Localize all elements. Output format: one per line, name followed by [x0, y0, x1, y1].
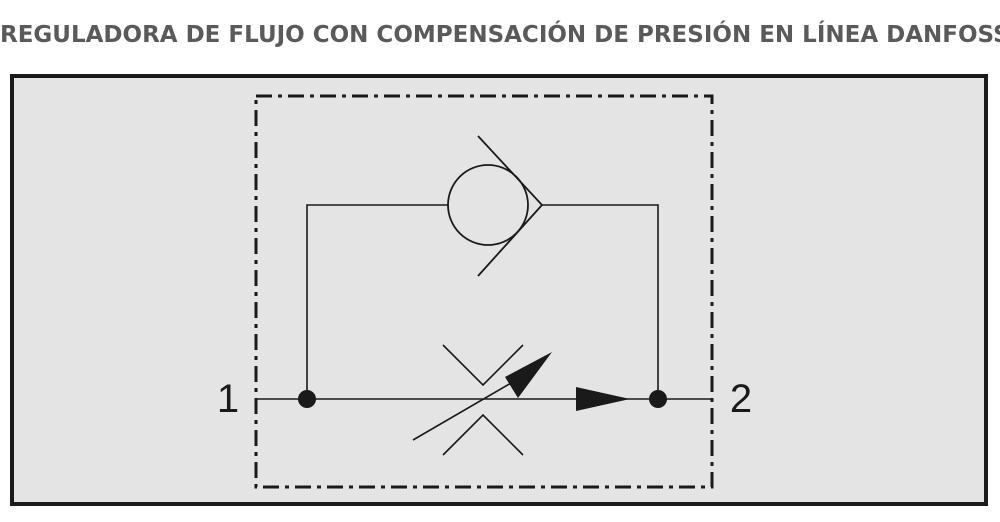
port-label-outlet: 2 — [730, 377, 752, 421]
throttle-lower-curve — [442, 413, 524, 456]
throttle-upper-curve — [442, 344, 524, 387]
bypass-line-right — [542, 204, 659, 399]
adjustment-arrow-head — [505, 352, 552, 398]
page-title: REGULADORA DE FLUJO CON COMPENSACIÓN DE … — [0, 22, 1000, 48]
check-valve-seat — [477, 135, 544, 277]
diagram-panel — [10, 74, 988, 506]
adjustable-throttle-icon — [412, 344, 552, 456]
junction-dot-left — [298, 390, 316, 408]
check-valve-ball — [447, 164, 529, 246]
port-label-inlet: 1 — [217, 377, 239, 421]
bypass-line-left — [306, 204, 448, 399]
flow-direction-arrow-icon — [576, 387, 630, 411]
component-enclosure-boundary — [254, 94, 714, 489]
junction-dot-right — [649, 390, 667, 408]
check-valve-icon — [447, 135, 544, 277]
